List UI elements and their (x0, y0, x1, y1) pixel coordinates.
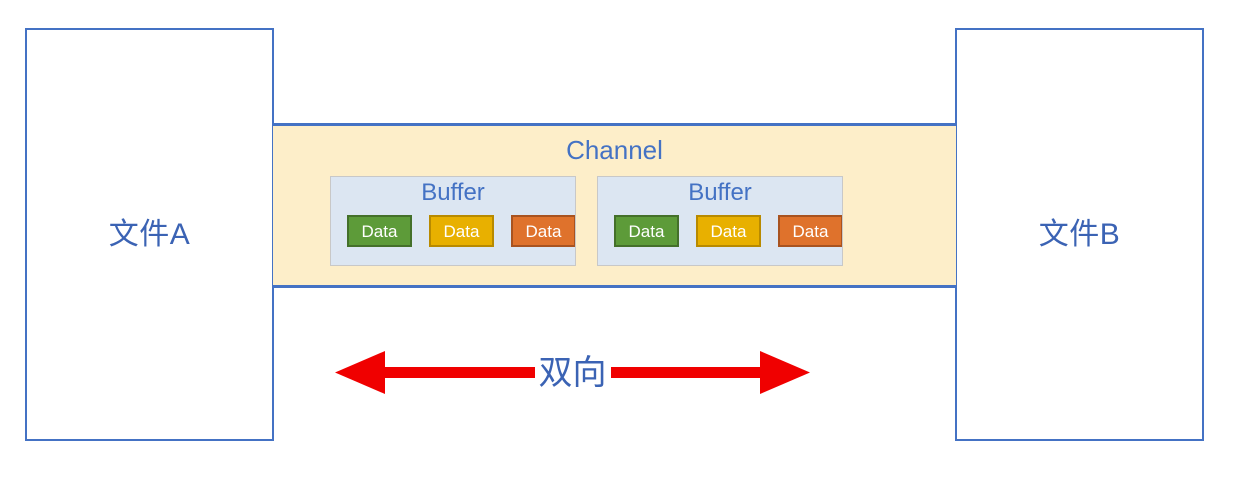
buffer-1-data-row: Data Data Data (331, 215, 575, 249)
file-box-a[interactable]: 文件A (25, 28, 274, 441)
channel-title: Channel (566, 135, 663, 165)
buffer-1-title: Buffer (421, 179, 485, 206)
channel-box[interactable]: Channel Buffer Data Data Data Buffer Dat… (273, 123, 956, 288)
data-chunk-green[interactable]: Data (614, 215, 679, 247)
buffer-2-data-row: Data Data Data (598, 215, 842, 249)
arrow-label-wrapper: 双向 (335, 345, 810, 401)
file-box-b[interactable]: 文件B (955, 28, 1204, 441)
file-box-b-label: 文件B (1038, 217, 1121, 251)
bidirectional-arrow-group: 双向 (335, 345, 810, 401)
buffer-box-1[interactable]: Buffer Data Data Data (330, 176, 576, 266)
arrow-label: 双向 (534, 356, 611, 390)
data-chunk-orange[interactable]: Data (778, 215, 842, 247)
file-box-a-label: 文件A (108, 217, 191, 251)
data-chunk-gold[interactable]: Data (696, 215, 761, 247)
buffer-box-2[interactable]: Buffer Data Data Data (597, 176, 843, 266)
data-chunk-gold[interactable]: Data (429, 215, 494, 247)
data-chunk-orange[interactable]: Data (511, 215, 575, 247)
buffer-2-title: Buffer (688, 179, 752, 206)
data-chunk-green[interactable]: Data (347, 215, 412, 247)
